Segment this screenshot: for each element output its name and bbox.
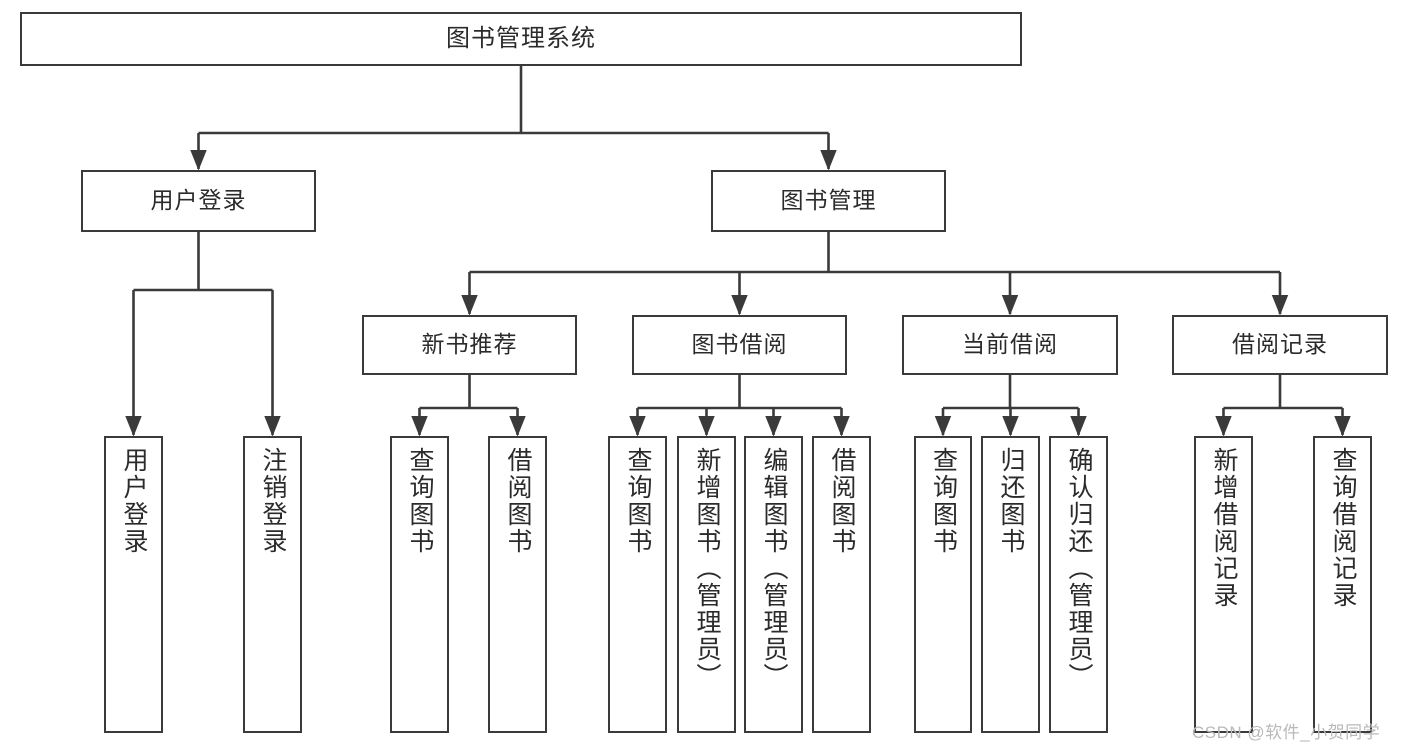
node-leaf-add-book[interactable]: 新增图书（管理员） <box>677 436 736 733</box>
node-leaf-borrow-book-1[interactable]: 借阅图书 <box>488 436 547 733</box>
node-label: 查询借阅记录 <box>1329 447 1357 609</box>
node-leaf-query-book-3[interactable]: 查询图书 <box>914 436 972 733</box>
node-label: 图书管理系统 <box>446 24 596 52</box>
node-root[interactable]: 图书管理系统 <box>20 12 1022 66</box>
node-borrow-record[interactable]: 借阅记录 <box>1172 315 1388 375</box>
node-leaf-edit-book[interactable]: 编辑图书（管理员） <box>744 436 803 733</box>
node-leaf-user-login[interactable]: 用户登录 <box>104 436 163 733</box>
node-label: 用户登录 <box>120 447 148 555</box>
node-label: 确认归还（管理员） <box>1065 447 1093 690</box>
node-label: 注销登录 <box>259 447 287 555</box>
node-label: 归还图书 <box>997 447 1025 555</box>
node-label: 查询图书 <box>929 447 958 555</box>
node-leaf-query-book-1[interactable]: 查询图书 <box>390 436 449 733</box>
node-label: 新增图书（管理员） <box>693 447 721 690</box>
node-label: 新书推荐 <box>421 331 518 358</box>
node-leaf-add-record[interactable]: 新增借阅记录 <box>1194 436 1253 733</box>
node-label: 当前借阅 <box>962 331 1058 358</box>
node-label: 借阅图书 <box>504 447 532 555</box>
node-label: 查询图书 <box>406 447 434 555</box>
node-leaf-borrow-book-2[interactable]: 借阅图书 <box>812 436 871 733</box>
node-leaf-query-book-2[interactable]: 查询图书 <box>608 436 667 733</box>
node-label: 用户登录 <box>150 187 247 214</box>
node-leaf-logout-login[interactable]: 注销登录 <box>243 436 302 733</box>
node-leaf-confirm-return[interactable]: 确认归还（管理员） <box>1049 436 1108 733</box>
node-new-book-rec[interactable]: 新书推荐 <box>362 315 577 375</box>
node-label: 图书管理 <box>780 187 877 214</box>
node-label: 新增借阅记录 <box>1210 447 1238 609</box>
node-book-borrow[interactable]: 图书借阅 <box>632 315 847 375</box>
node-label: 借阅记录 <box>1232 331 1328 358</box>
node-current-borrow[interactable]: 当前借阅 <box>902 315 1118 375</box>
node-label: 图书借阅 <box>691 331 788 358</box>
node-label: 借阅图书 <box>828 447 856 555</box>
node-book-manage[interactable]: 图书管理 <box>711 170 946 232</box>
node-user-login[interactable]: 用户登录 <box>81 170 316 232</box>
node-label: 查询图书 <box>624 447 652 555</box>
node-leaf-return-book[interactable]: 归还图书 <box>981 436 1040 733</box>
node-label: 编辑图书（管理员） <box>760 447 788 690</box>
edge-group <box>125 66 1351 437</box>
node-leaf-query-record[interactable]: 查询借阅记录 <box>1313 436 1372 733</box>
